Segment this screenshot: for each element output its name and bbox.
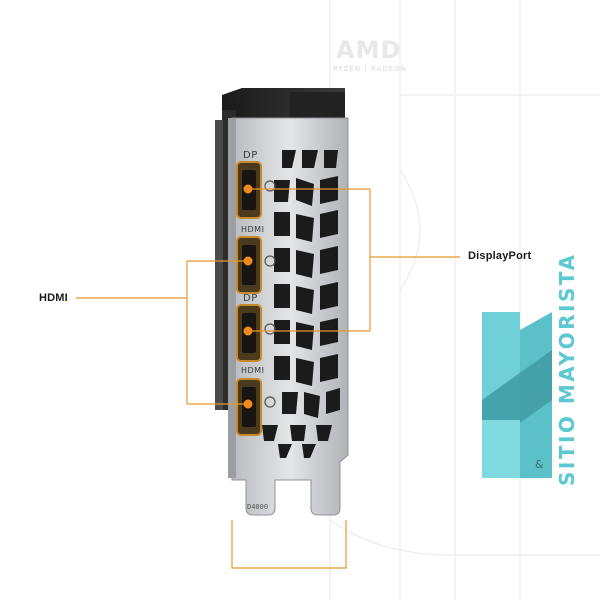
callout-lines	[76, 188, 460, 569]
displayport-callout-label: DisplayPort	[468, 250, 532, 262]
port-label-hdmi-2: HDMI	[241, 366, 265, 375]
brand-watermark-subtitle: RYZEN | RADEON	[333, 65, 407, 73]
callout-dots	[243, 184, 253, 409]
sitio-mayorista-logo-mark	[482, 312, 552, 478]
vent-holes	[262, 150, 340, 458]
port-hdmi-1	[236, 236, 276, 294]
port-label-hdmi-1: HDMI	[241, 225, 265, 234]
port-label-dp-1: DP	[243, 150, 258, 161]
logo-ampersand: &	[535, 458, 544, 471]
hdmi-callout-label: HDMI	[39, 292, 68, 304]
brand-watermark: AMD	[336, 36, 402, 64]
sitio-mayorista-logo-text: SITIO MAYORISTA	[555, 252, 579, 486]
port-label-dp-2: DP	[243, 293, 258, 304]
io-bracket	[228, 117, 349, 516]
bracket-code: D4000	[247, 503, 269, 511]
